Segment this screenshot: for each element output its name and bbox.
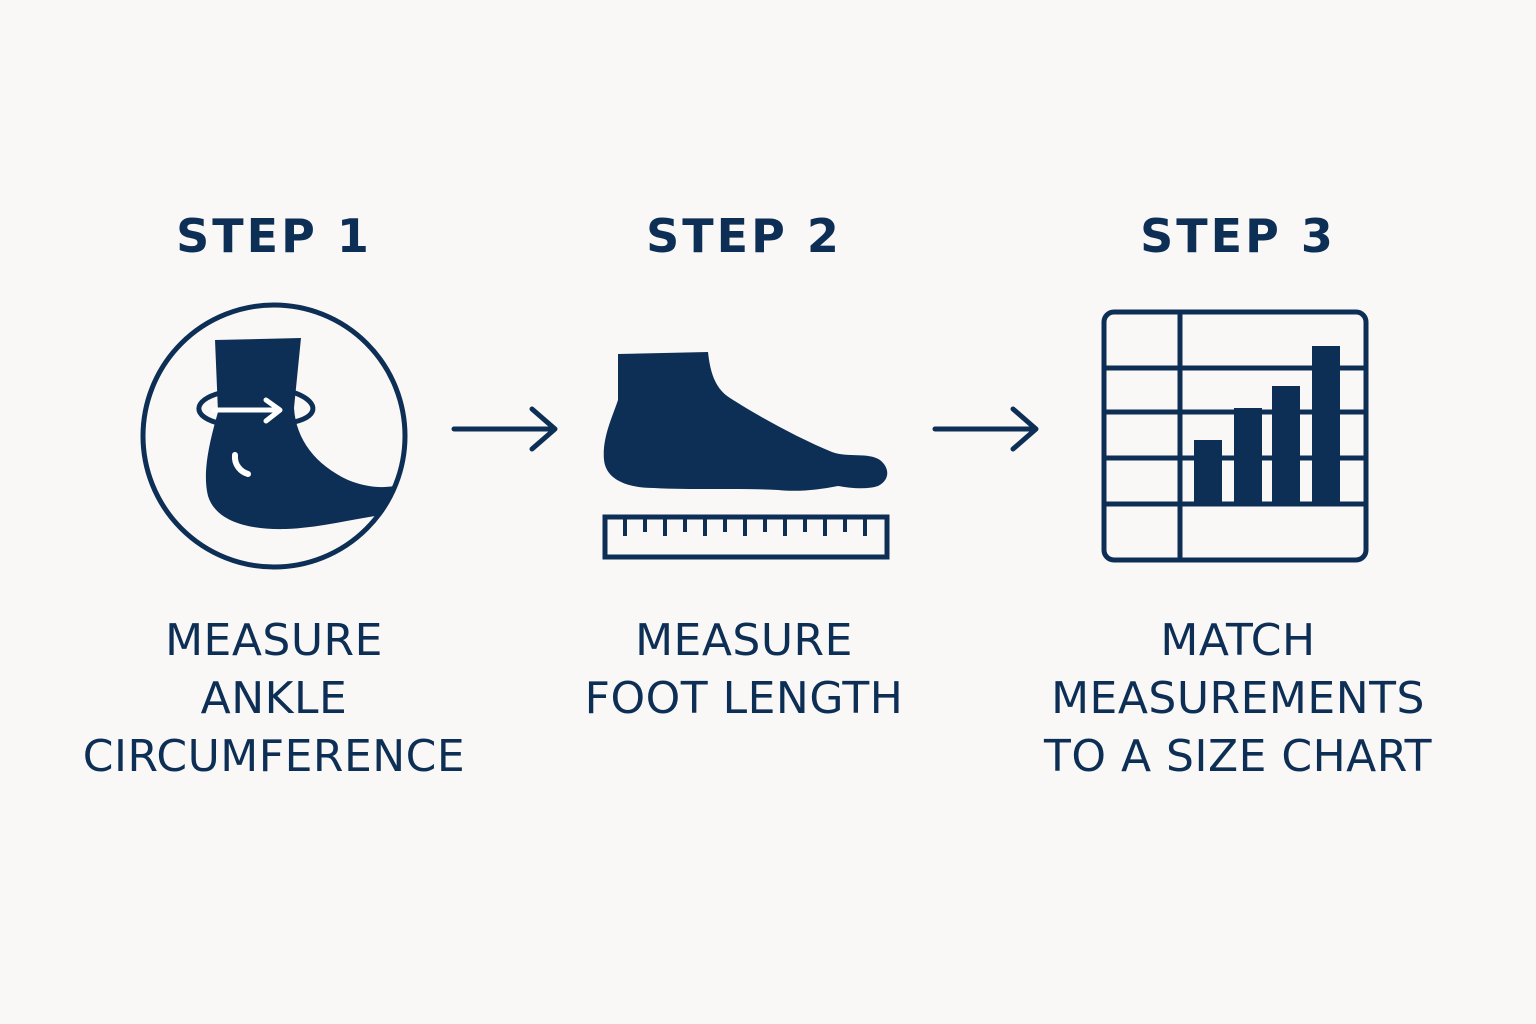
step-3-line-3: TO A SIZE CHART [1043, 731, 1433, 782]
chart-bar-1 [1194, 440, 1222, 506]
step-3-line-2: MEASUREMENTS [1051, 673, 1425, 724]
step-2-line-1: MEASURE [635, 615, 853, 666]
step-1-line-3: CIRCUMFERENCE [82, 731, 466, 782]
step-1-line-2: ANKLE [200, 673, 348, 724]
step-3: STEP 3 MATCH MEASUREMENTS TO A SIZE CHAR… [1008, 0, 1468, 1024]
step-2: STEP 2 MEASURE FOOT LENGTH [514, 0, 974, 1024]
arrow-right-icon [932, 406, 1039, 452]
step-2-title: STEP 2 [646, 209, 842, 263]
size-chart-icon [1101, 309, 1369, 563]
chart-bar-4 [1312, 346, 1340, 506]
chart-bar-3 [1272, 386, 1300, 506]
step-3-title: STEP 3 [1140, 209, 1336, 263]
step-1: STEP 1 MEASURE ANKLE CIRCUMFERENCE [44, 0, 504, 1024]
step-3-description: MATCH MEASUREMENTS TO A SIZE CHART [1008, 612, 1468, 786]
step-2-line-2: FOOT LENGTH [584, 673, 904, 724]
ankle-measure-icon [140, 302, 408, 570]
chart-bar-2 [1234, 408, 1262, 506]
step-3-line-1: MATCH [1160, 615, 1316, 666]
arrow-right-icon [451, 406, 558, 452]
step-1-description: MEASURE ANKLE CIRCUMFERENCE [44, 612, 504, 786]
step-1-title: STEP 1 [176, 209, 372, 263]
step-2-description: MEASURE FOOT LENGTH [514, 612, 974, 728]
step-1-line-1: MEASURE [165, 615, 383, 666]
foot-ruler-icon [602, 352, 890, 560]
